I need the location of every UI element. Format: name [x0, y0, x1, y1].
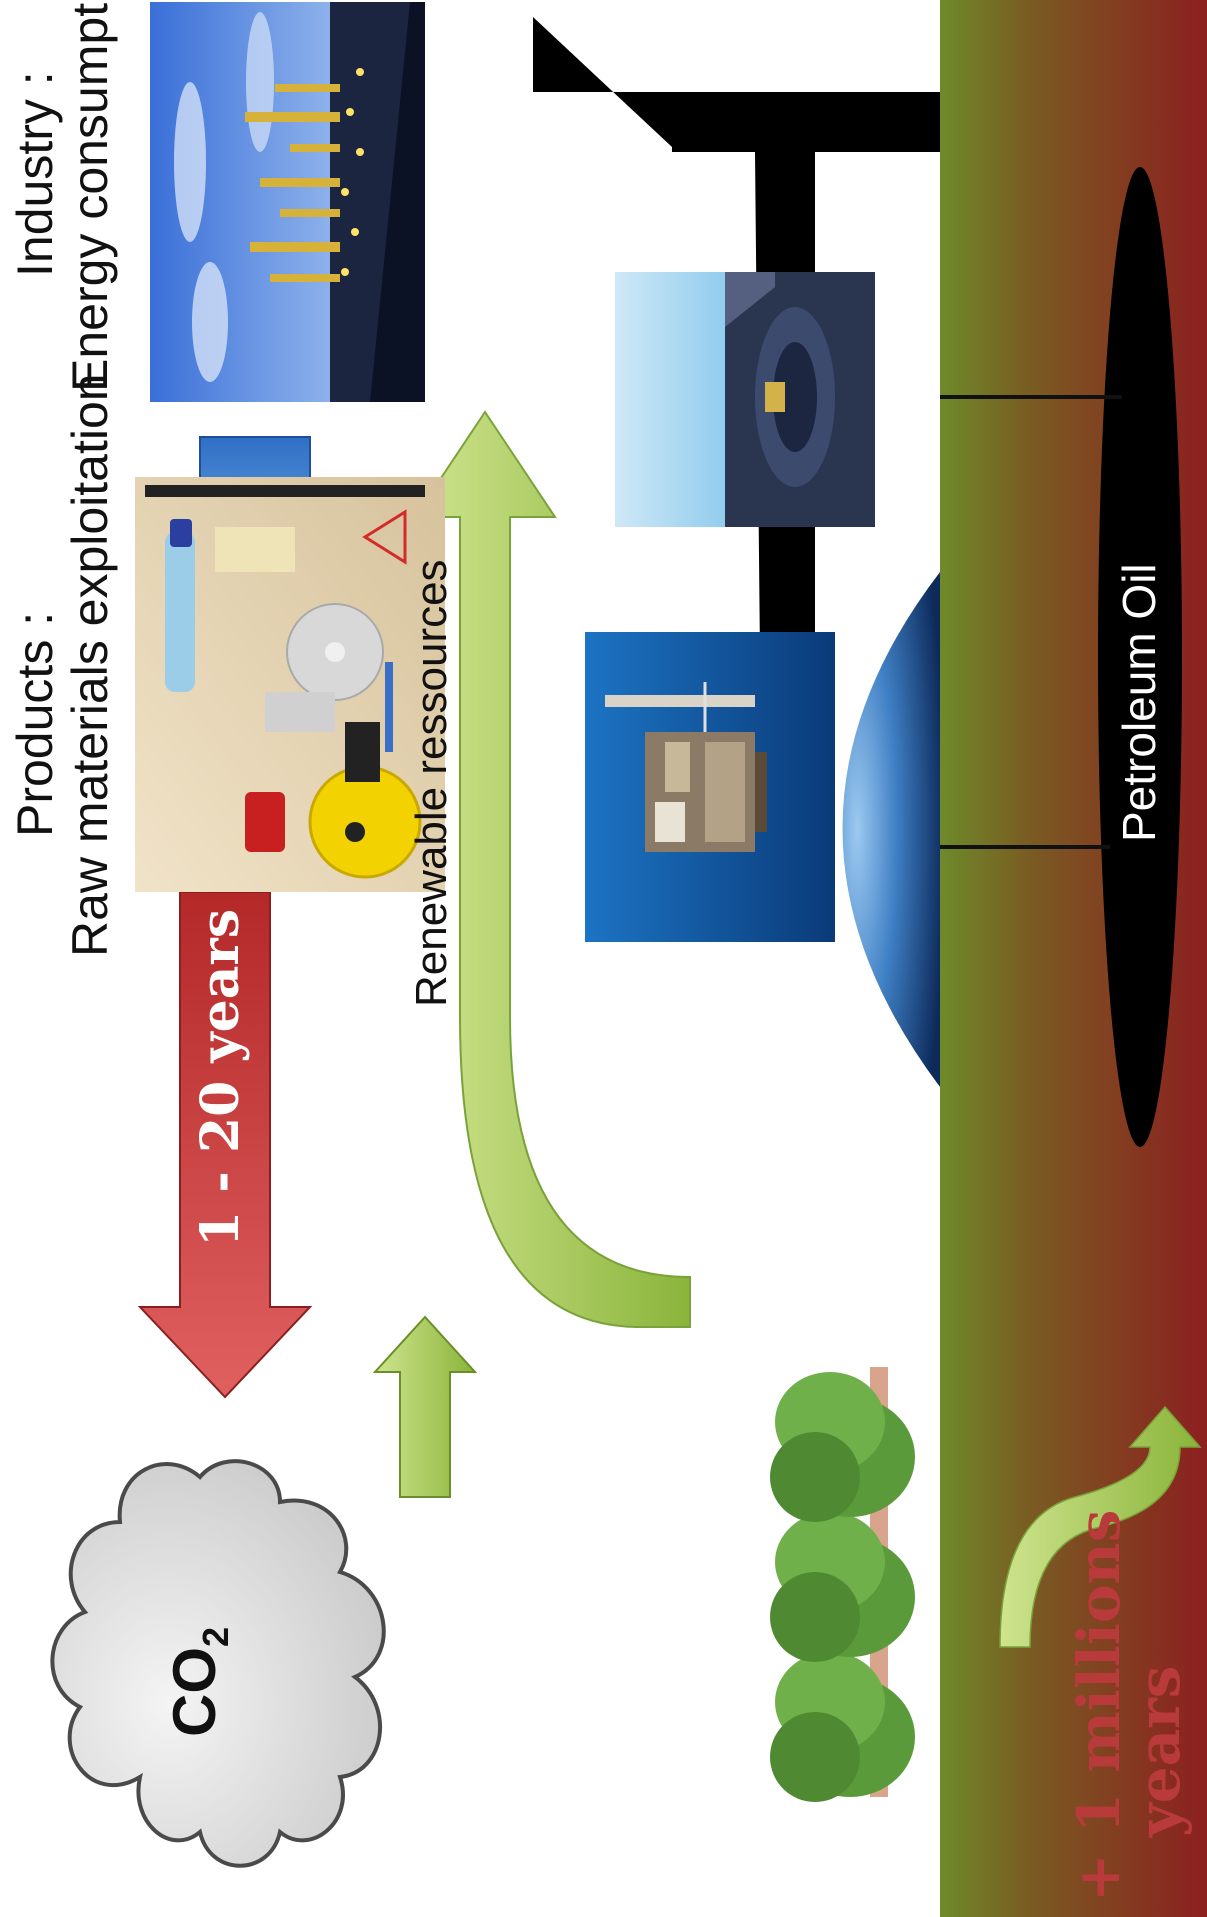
offshore-platform-photo [585, 632, 835, 942]
petroleum-oil-reservoir [1098, 167, 1182, 1147]
plastic-products-photo [135, 477, 445, 892]
one-to-twenty-years-arrow [137, 891, 313, 1399]
one-to-twenty-years-label: 1 - 20 years [190, 908, 251, 1247]
industry-label-line2: Energy consumption [62, 0, 118, 392]
products-label-line2: Raw materials exploitation [62, 373, 118, 957]
tree-icon [770, 1367, 915, 1522]
gas-dome [842, 572, 940, 1087]
products-label-line1: Products : [7, 611, 63, 837]
co2-to-trees-arrow [372, 1315, 478, 1498]
millions-years-label-line1: + 1 millions [1065, 1509, 1133, 1902]
petroleum-oil-label: Petroleum Oil [1113, 563, 1165, 842]
open-pit-mine-photo [615, 272, 875, 527]
industry-label-line1: Industry : [7, 71, 63, 277]
tree-icon [770, 1647, 915, 1802]
millions-years-arrow [999, 1405, 1202, 1648]
millions-years-label-line2: years [1125, 1665, 1193, 1837]
refinery-photo [150, 2, 425, 402]
black-energy-arrow [533, 17, 940, 657]
renewable-ressources-label: Renewable ressources [407, 559, 456, 1007]
tree-icon [770, 1507, 915, 1662]
co2-cloud-icon [50, 1459, 386, 1868]
co2-label: CO2 [161, 1626, 236, 1737]
